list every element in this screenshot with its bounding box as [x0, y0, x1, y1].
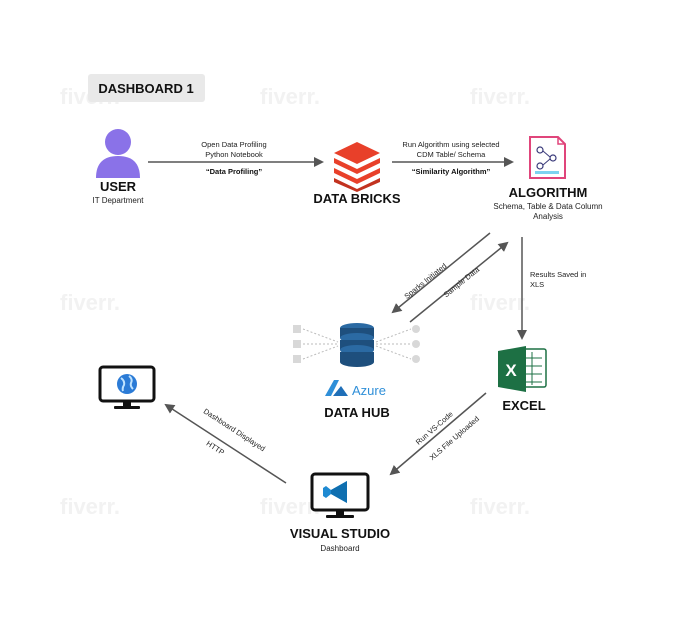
user-icon [96, 129, 140, 178]
database-icon [340, 323, 374, 367]
dashboard-title: DASHBOARD 1 [98, 81, 193, 96]
edge-excel-vs [389, 392, 487, 476]
edge-algorithm-datahub-label: Sparks Initiated [403, 261, 449, 301]
excel-title: EXCEL [502, 398, 545, 413]
edge-user-databricks-line2: Python Notebook [205, 150, 263, 159]
dashboard-badge: DASHBOARD 1 [88, 74, 205, 102]
edge-databricks-algorithm-quote: “Similarity Algorithm” [412, 167, 491, 176]
user-title: USER [100, 179, 137, 194]
excel-icon: X [498, 346, 547, 392]
monitor-node [98, 365, 156, 409]
watermark: fiverr. [260, 494, 320, 519]
watermark: fiverr. [470, 84, 530, 109]
excel-node: X EXCEL [498, 346, 547, 413]
visualstudio-node: VISUAL STUDIO Dashboard [290, 472, 390, 553]
watermark-group: fiverr. fiverr. fiverr. fiverr. fiverr. … [60, 84, 530, 519]
watermark: fiverr. [60, 494, 120, 519]
vscode-icon [323, 481, 347, 503]
watermark: fiverr. [470, 494, 530, 519]
edge-user-databricks-line1: Open Data Profiling [201, 140, 266, 149]
edge-datahub-algorithm [409, 241, 509, 323]
edge-user-databricks-quote: “Data Profiling” [206, 167, 263, 176]
watermark: fiverr. [470, 290, 530, 315]
databricks-icon [334, 142, 380, 192]
azure-logo: Azure [325, 380, 386, 398]
datahub-node: Azure DATA HUB [293, 323, 420, 420]
databricks-title: DATA BRICKS [313, 191, 400, 206]
datahub-left-nodes [293, 325, 339, 363]
edge-algorithm-excel-line2: XLS [530, 280, 544, 289]
azure-logo-text: Azure [352, 383, 386, 398]
watermark: fiverr. [260, 84, 320, 109]
browser-monitor-icon [98, 365, 156, 409]
datahub-title: DATA HUB [324, 405, 389, 420]
vscode-monitor-icon [310, 472, 370, 518]
algorithm-icon [529, 136, 566, 179]
databricks-node: DATA BRICKS [313, 142, 401, 206]
edge-databricks-algorithm-line2: CDM Table/ Schema [417, 150, 486, 159]
excel-logo-letter: X [505, 361, 517, 380]
user-subtitle: IT Department [93, 196, 145, 205]
algorithm-node: ALGORITHM Schema, Table & Data Column An… [493, 136, 603, 221]
algorithm-title: ALGORITHM [509, 185, 588, 200]
visualstudio-title: VISUAL STUDIO [290, 526, 390, 541]
watermark: fiverr. [60, 290, 120, 315]
globe-icon [117, 374, 137, 394]
user-node: USER IT Department [93, 129, 145, 205]
edge-databricks-algorithm-line1: Run Algorithm using selected [402, 140, 499, 149]
edge-algorithm-datahub [391, 232, 491, 314]
datahub-right-nodes [375, 325, 420, 363]
edge-vs-monitor [164, 403, 287, 484]
algorithm-subtitle-line2: Analysis [533, 212, 563, 221]
edge-algorithm-excel-line1: Results Saved in [530, 270, 586, 279]
algorithm-subtitle-line1: Schema, Table & Data Column [493, 202, 602, 211]
visualstudio-subtitle: Dashboard [320, 544, 359, 553]
